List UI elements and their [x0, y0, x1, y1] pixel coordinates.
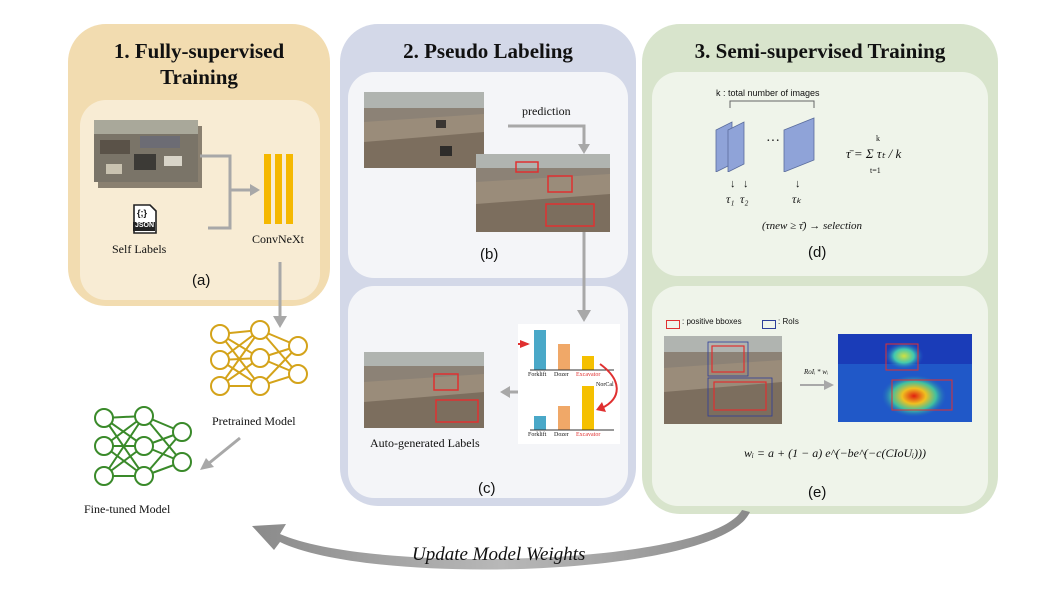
- panel1-title: 1. Fully-supervised Training: [68, 38, 330, 90]
- bar-excavator-before: [582, 356, 594, 370]
- convnext-layers-icon: [264, 154, 293, 224]
- tag-a: (a): [192, 272, 211, 289]
- tag-b: (b): [480, 246, 499, 263]
- inner-box-d: [652, 72, 988, 276]
- arrow-to-pretrained: [273, 262, 287, 328]
- tag-c: (c): [478, 480, 496, 497]
- bar-dozer-after: [558, 406, 570, 430]
- sum-top: k: [876, 134, 880, 143]
- selection-formula: (τnew ≥ τ̄) → selection: [762, 220, 863, 232]
- bar-label-excavator-bottom: Excavator: [576, 432, 601, 438]
- bar-label-forklift-bottom: Forklift: [528, 432, 547, 438]
- arrow-to-finetuned: [200, 436, 241, 470]
- site-photo-input: [364, 92, 484, 168]
- bar-dozer-before: [558, 344, 570, 370]
- pretrained-network-icon: [210, 320, 308, 396]
- panel1-title-line1: 1. Fully-supervised: [113, 39, 285, 63]
- tau1-arrow: ↓: [730, 178, 736, 190]
- json-icon-text: JSON: [135, 222, 155, 229]
- auto-labels-text: Auto-generated Labels: [370, 436, 480, 450]
- tau1-label: τ₁: [726, 192, 735, 206]
- roi-photo: [664, 336, 782, 424]
- k-bracket: [729, 100, 815, 108]
- positive-bbox-swatch: [666, 320, 680, 329]
- norcal-chart: Forklift Dozer Excavator Forklift Dozer …: [518, 324, 620, 444]
- prediction-label: prediction: [522, 104, 571, 118]
- sum-bottom: t=1: [870, 166, 881, 175]
- tau2-label: τ₂: [740, 192, 749, 206]
- arrow-to-heatmap: [800, 380, 834, 390]
- construction-photo: [94, 120, 198, 182]
- roi-heatmap: [838, 334, 972, 422]
- tauk-arrow: ↓: [795, 178, 801, 190]
- update-weights-arc: [252, 510, 750, 570]
- site-photo-labeled: [364, 352, 484, 428]
- roi-swatch: [762, 320, 776, 329]
- bar-forklift-after: [534, 416, 546, 430]
- pretrained-model-label: Pretrained Model: [212, 414, 296, 428]
- mean-formula: τ̄ = Σ τₜ / k: [846, 146, 902, 161]
- prediction-arrow: [508, 124, 590, 154]
- image-stack-icons: [715, 117, 815, 172]
- tag-d: (d): [808, 244, 827, 261]
- legend-positive-bboxes: : positive bboxes: [682, 317, 742, 326]
- panel3-title: 3. Semi-supervised Training: [694, 39, 946, 63]
- panel1-title-line2: Training: [160, 65, 238, 89]
- bar-label-dozer-bottom: Dozer: [554, 432, 569, 438]
- json-icon-glyph: {;}: [137, 208, 148, 218]
- norcal-label: NorCal: [596, 382, 614, 388]
- k-total-label: k : total number of images: [716, 88, 820, 98]
- convnext-label: ConvNeXt: [252, 232, 304, 246]
- input-merge-arrow: [200, 154, 260, 230]
- weight-formula: wᵢ = a + (1 − a) e^(−be^(−c(CIoUᵢ))): [744, 446, 927, 460]
- self-labels-text: Self Labels: [112, 242, 167, 256]
- bar-label-forklift-top: Forklift: [528, 372, 547, 378]
- tau2-arrow: ↓: [743, 178, 749, 190]
- finetuned-network-icon: [94, 406, 192, 486]
- bar-excavator-after: [582, 386, 594, 430]
- update-weights-label: Update Model Weights: [412, 544, 586, 565]
- ellipsis-dots: ···: [766, 134, 780, 149]
- legend-rois: : RoIs: [778, 317, 799, 326]
- bar-label-dozer-top: Dozer: [554, 372, 569, 378]
- site-photo-predicted: [476, 154, 610, 232]
- tag-e: (e): [808, 484, 827, 501]
- arrow-to-chart: [577, 232, 591, 322]
- bar-forklift-before: [534, 330, 546, 370]
- finetuned-model-label: Fine-tuned Model: [84, 502, 171, 516]
- panel2-title: 2. Pseudo Labeling: [403, 39, 573, 63]
- tauk-label: τₖ: [792, 192, 802, 206]
- roi-weight-label: RoIᵢ * wᵢ: [804, 368, 828, 376]
- bar-label-excavator-top: Excavator: [576, 372, 601, 378]
- json-file-icon: {;} JSON: [132, 204, 158, 234]
